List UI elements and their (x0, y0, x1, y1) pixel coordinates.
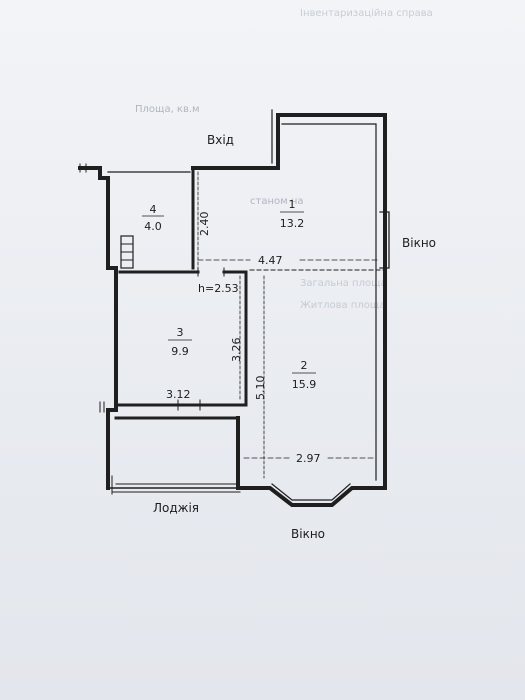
dim-room2-width: 2.97 (296, 452, 321, 465)
dim-room3-width: 3.12 (166, 388, 191, 401)
entrance-label: Вхід (207, 133, 234, 147)
outer-wall-inner-line (281, 123, 377, 481)
room3-area: 9.9 (171, 345, 189, 358)
room4-number: 4 (150, 203, 157, 216)
room3-number: 3 (177, 326, 184, 339)
bg-text-4: Житлова площа (300, 300, 386, 311)
room4-area: 4.0 (144, 220, 162, 233)
loggia-label: Лоджія (153, 501, 199, 515)
bg-text-5: станом на (250, 196, 304, 207)
room1-area: 13.2 (280, 217, 305, 230)
ceiling-height: h=2.53 (198, 282, 239, 295)
room3-top-wall-2 (222, 270, 248, 407)
dim-width-total: 4.47 (258, 254, 283, 267)
dim-room2-height: 5.10 (254, 376, 267, 401)
entrance-wall (191, 113, 280, 170)
bay-window (271, 483, 351, 501)
bg-text-1: Інвентаризаційна справа (300, 8, 433, 19)
bg-text-2: Площа, кв.м (135, 104, 200, 115)
window-label-right: Вікно (402, 236, 436, 250)
window-label-bottom: Вікно (291, 527, 325, 541)
outer-wall (236, 113, 387, 507)
left-wall-top (78, 166, 110, 270)
right-window (379, 211, 390, 269)
bg-text-3: Загальна площа (300, 278, 387, 289)
room2-number: 2 (301, 359, 308, 372)
left-wall-mid (106, 266, 118, 490)
room1-number: 1 (289, 198, 296, 211)
dim-room3-height: 3.26 (230, 338, 243, 363)
room2-area: 15.9 (292, 378, 317, 391)
dim-room4-height: 2.40 (198, 212, 211, 237)
